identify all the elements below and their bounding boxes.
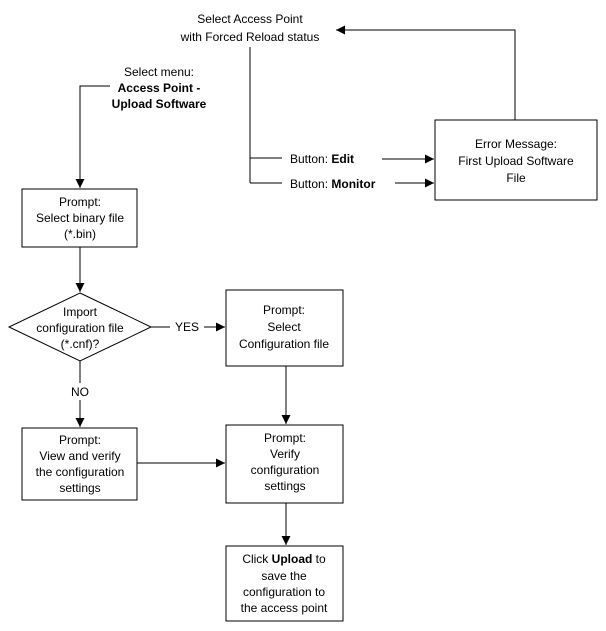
button-edit-label: Button: Edit [290,152,354,166]
upload-line3: configuration to [243,585,325,599]
arrow-error-to-top [336,25,516,120]
view-and-verify-box: Prompt: View and verify the configuratio… [21,427,138,501]
select-config-line2: Select [267,320,301,334]
upload-line1: Click Upload to [242,552,326,566]
view-line4: settings [59,481,100,495]
select-configuration-file-box: Prompt: Select Configuration file [225,289,344,367]
top-note-line2: with Forced Reload status [180,30,320,44]
button-edit-prefix: Button: [290,152,331,166]
decision-line3: (*.cnf)? [61,337,100,351]
binary-line1: Prompt: [59,195,101,209]
button-monitor-name: Monitor [331,177,375,191]
view-line1: Prompt: [59,433,101,447]
select-config-line1: Prompt: [263,303,305,317]
verify-line3: configuration [251,463,320,477]
upload-line1-prefix: Click [242,552,271,566]
upload-line1-suffix: to [312,552,326,566]
click-upload-box: Click Upload to save the configuration t… [225,545,344,622]
button-edit-name: Edit [331,152,354,166]
select-menu-note: Select menu: Access Point - Upload Softw… [112,65,207,111]
verify-line2: Verify [270,447,300,461]
menu-note-line1: Select menu: [124,65,194,79]
yes-label: YES [175,320,199,334]
error-message-box: Error Message: First Upload Software Fil… [434,119,598,201]
decision-line1: Import [63,305,98,319]
view-line3: the configuration [36,465,125,479]
binary-line3: (*.bin) [64,227,96,241]
error-line3: File [506,171,526,185]
verify-line1: Prompt: [264,431,306,445]
verify-line4: settings [264,479,305,493]
upload-line2: save the [261,569,307,583]
menu-note-line2: Access Point - [118,81,201,95]
decision-line2: configuration file [36,321,124,335]
select-access-point-note: Select Access Point with Forced Reload s… [180,12,320,44]
binary-line2: Select binary file [36,211,124,225]
select-config-line3: Configuration file [239,337,329,351]
arrow-menu-to-binary [75,85,110,188]
connector-lines [75,25,516,545]
verify-configuration-box: Prompt: Verify configuration settings [225,424,344,504]
error-line1: Error Message: [475,137,557,151]
upload-line4: the access point [241,601,328,615]
top-note-line1: Select Access Point [197,12,303,26]
no-label: NO [71,385,89,399]
button-monitor-label: Button: Monitor [290,177,376,191]
error-line2: First Upload Software [458,154,574,168]
select-binary-file-box: Prompt: Select binary file (*.bin) [21,188,138,248]
import-config-decision: Import configuration file (*.cnf)? [7,292,153,362]
button-monitor-prefix: Button: [290,177,331,191]
upload-action-name: Upload [272,552,313,566]
menu-note-line3: Upload Software [112,97,207,111]
view-line2: View and verify [39,449,120,463]
